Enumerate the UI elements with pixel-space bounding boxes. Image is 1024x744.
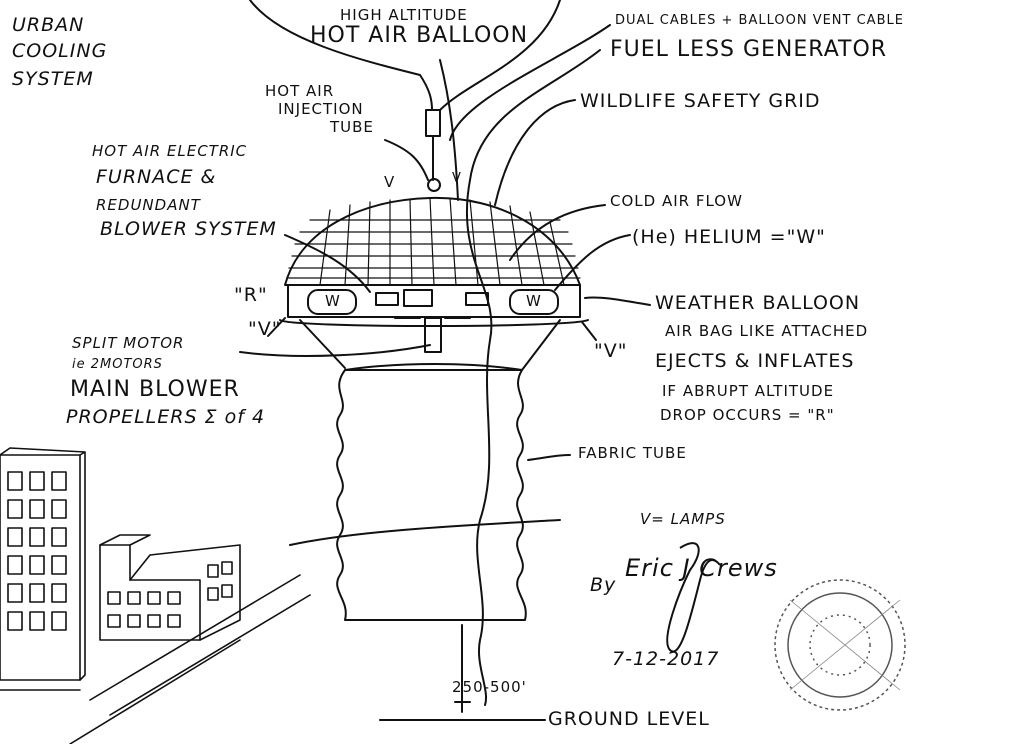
by-label: By [590, 574, 617, 596]
title-line-2: COOLING [12, 40, 108, 62]
helium-label: (He) HELIUM ="W" [632, 226, 826, 248]
weather-balloon-label-4: IF ABRUPT ALTITUDE [662, 382, 835, 400]
swivel-ring [427, 178, 441, 192]
v-lamp-right: V [452, 171, 462, 186]
cable-line [469, 49, 601, 181]
v-lamps-label: V= LAMPS [640, 510, 726, 528]
w-right: W [526, 292, 542, 310]
wildlife-safety-grid-label: WILDLIFE SAFETY GRID [580, 90, 821, 112]
split-motor [424, 317, 442, 353]
blower-box [403, 289, 433, 307]
blower-box [465, 292, 489, 306]
blower-box [375, 292, 399, 306]
split-motor-label-2: ie 2MOTORS [72, 357, 163, 372]
hot-air-balloon-label: HOT AIR BALLOON [310, 23, 529, 48]
v-marker-right: "V" [594, 340, 628, 362]
v-marker-left: "V" [248, 318, 282, 340]
title-line-1: URBAN [12, 14, 85, 36]
v-lamp-left: V [384, 173, 396, 191]
date-label: 7-12-2017 [612, 648, 720, 670]
title-line-3: SYSTEM [12, 68, 94, 90]
furnace-label-2: FURNACE & [96, 166, 217, 188]
cable-line [439, 59, 459, 201]
furnace-label-1: HOT AIR ELECTRIC [92, 142, 248, 160]
injection-tube-label-1: HOT AIR [265, 82, 335, 100]
cable-line [449, 24, 611, 141]
cold-air-flow-label: COLD AIR FLOW [610, 192, 743, 210]
signature-text: Eric J Crews [625, 554, 778, 582]
fabric-tube [336, 369, 527, 621]
helium-bladder-right [509, 289, 559, 315]
signature-mark [666, 542, 721, 653]
cold-air-flow-line [465, 179, 493, 706]
injection-tube-label-2: INJECTION [278, 100, 364, 118]
injection-tube [425, 109, 441, 137]
weather-balloon-label-5: DROP OCCURS = "R" [660, 406, 835, 424]
helium-bladder-left [307, 289, 357, 315]
fabric-tube-label: FABRIC TUBE [578, 444, 687, 462]
notary-seal [774, 579, 906, 711]
weather-balloon-label-3: EJECTS & INFLATES [655, 350, 855, 372]
furnace-label-3: REDUNDANT [96, 196, 201, 214]
furnace-label-4: BLOWER SYSTEM [100, 218, 277, 240]
cable-line [439, 0, 561, 111]
injection-tube-label-3: TUBE [330, 118, 374, 136]
ground-level-label: GROUND LEVEL [548, 708, 710, 730]
cable-line [249, 0, 433, 111]
high-altitude-label: HIGH ALTITUDE [340, 6, 468, 24]
dual-cables-label: DUAL CABLES + BALLOON VENT CABLE [615, 13, 904, 28]
w-left: W [325, 292, 341, 310]
main-blower-label-2: PROPELLERS Σ of 4 [66, 406, 266, 428]
buildings-sketch [0, 447, 311, 744]
weather-balloon-label-2: AIR BAG LIKE ATTACHED [665, 322, 869, 340]
wildlife-safety-grid [286, 197, 581, 286]
fuel-less-generator-label: FUEL LESS GENERATOR [610, 37, 888, 62]
r-marker: "R" [234, 284, 268, 306]
weather-balloon-label-1: WEATHER BALLOON [655, 292, 861, 314]
main-blower-label-1: MAIN BLOWER [70, 377, 240, 402]
split-motor-label-1: SPLIT MOTOR [72, 334, 185, 352]
height-label: 250-500' [452, 678, 527, 696]
